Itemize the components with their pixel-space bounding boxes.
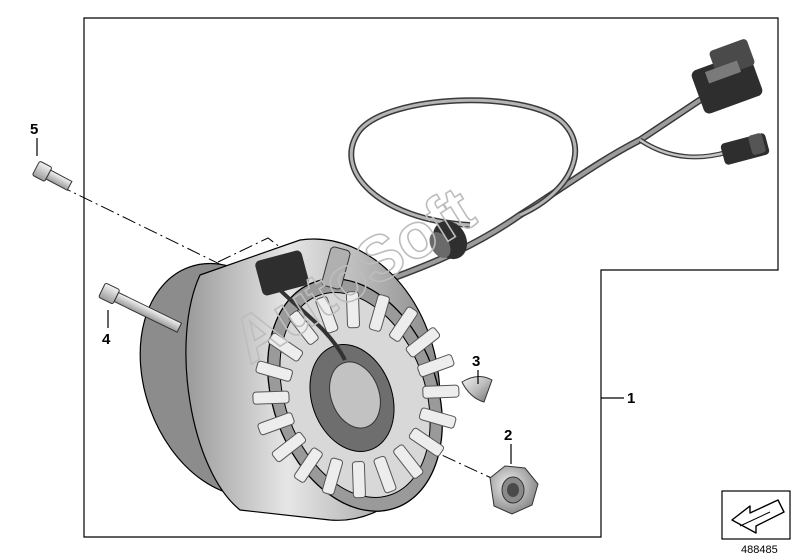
bolt-part-5 — [32, 161, 73, 191]
nut-part-2 — [489, 465, 539, 515]
stator-windings — [252, 291, 460, 499]
alternator-stator — [139, 238, 460, 521]
callout-3: 3 — [472, 353, 480, 370]
harness-connector-small — [720, 133, 770, 165]
callout-2: 2 — [504, 427, 512, 444]
wiring-harness — [326, 96, 729, 304]
bolt-part-4 — [98, 282, 183, 333]
group-frame — [83, 17, 779, 538]
diagram-number: 488485 — [741, 544, 778, 556]
harness-connector-large — [691, 39, 763, 114]
callout-5: 5 — [30, 121, 38, 138]
callout-1: 1 — [627, 390, 635, 407]
callout-4: 4 — [102, 331, 111, 348]
return-arrow-icon[interactable] — [721, 490, 791, 540]
key-part-3 — [461, 376, 493, 403]
